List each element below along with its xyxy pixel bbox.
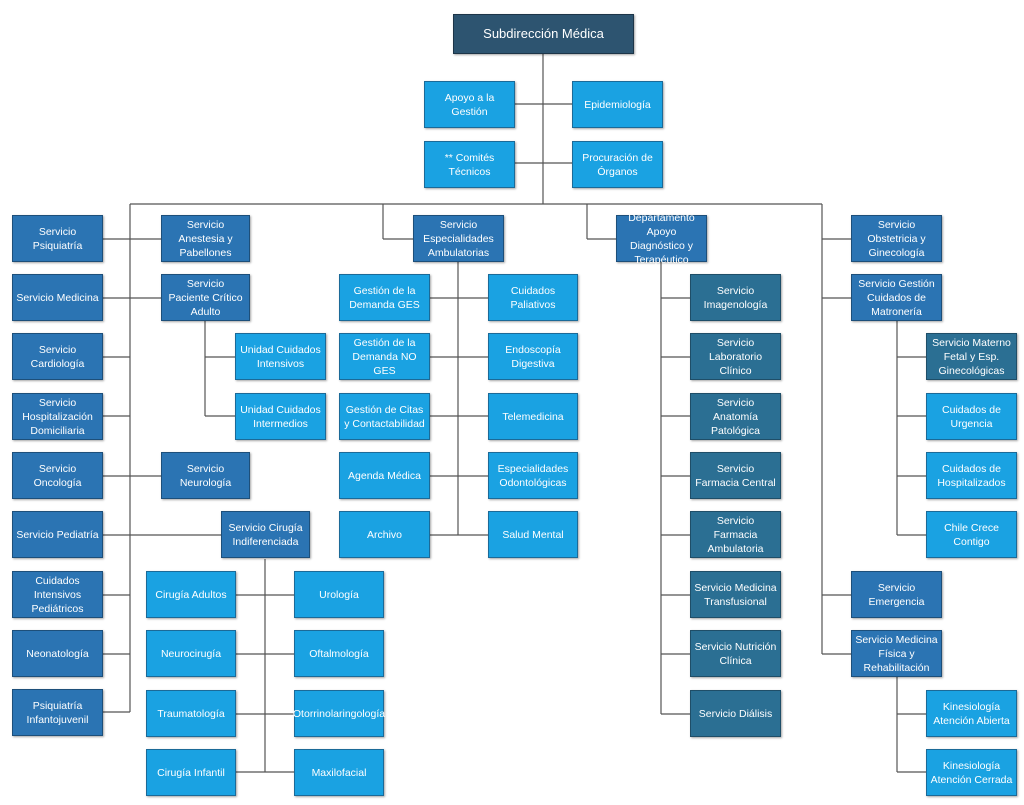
node-urologia[interactable]: Urología [294,571,384,618]
node-materno-fetal[interactable]: Servicio Materno Fetal y Esp. Ginecológi… [926,333,1017,380]
node-pediatria[interactable]: Servicio Pediatría [12,511,103,558]
node-paciente-critico-adulto[interactable]: Servicio Paciente Crítico Adulto [161,274,250,321]
node-farmacia-ambulatoria[interactable]: Servicio Farmacia Ambulatoria [690,511,781,558]
node-cuidados-paliativos[interactable]: Cuidados Paliativos [488,274,578,321]
node-comites-tecnicos[interactable]: ** Comités Técnicos [424,141,515,188]
node-imagenologia[interactable]: Servicio Imagenología [690,274,781,321]
node-demanda-ges[interactable]: Gestión de la Demanda GES [339,274,430,321]
node-archivo[interactable]: Archivo [339,511,430,558]
node-kinesiologia-abierta[interactable]: Kinesiología Atención Abierta [926,690,1017,737]
node-psiquiatria[interactable]: Servicio Psiquiatría [12,215,103,262]
node-cuidados-intensivos-pediatricos[interactable]: Cuidados Intensivos Pediátricos [12,571,103,618]
node-telemedicina[interactable]: Telemedicina [488,393,578,440]
node-unidad-cuidados-intermedios[interactable]: Unidad Cuidados Intermedios [235,393,326,440]
node-hospitalizacion-domiciliaria[interactable]: Servicio Hospitalización Domiciliaria [12,393,103,440]
node-demanda-no-ges[interactable]: Gestión de la Demanda NO GES [339,333,430,380]
node-psiquiatria-infantojuvenil[interactable]: Psiquiatría Infantojuvenil [12,689,103,736]
node-emergencia[interactable]: Servicio Emergencia [851,571,942,618]
node-anatomia-patologica[interactable]: Servicio Anatomía Patológica [690,393,781,440]
node-neonatologia[interactable]: Neonatología [12,630,103,677]
node-cardiologia[interactable]: Servicio Cardiología [12,333,103,380]
node-cuidados-matroneria[interactable]: Servicio Gestión Cuidados de Matronería [851,274,942,321]
node-unidad-cuidados-intensivos[interactable]: Unidad Cuidados Intensivos [235,333,326,380]
node-agenda-medica[interactable]: Agenda Médica [339,452,430,499]
node-chile-crece-contigo[interactable]: Chile Crece Contigo [926,511,1017,558]
node-neurologia[interactable]: Servicio Neurología [161,452,250,499]
node-especialidades-odontologicas[interactable]: Especialidades Odontológicas [488,452,578,499]
node-salud-mental[interactable]: Salud Mental [488,511,578,558]
node-nutricion-clinica[interactable]: Servicio Nutrición Clínica [690,630,781,677]
node-apoyo-diagnostico[interactable]: Departamento Apoyo Diagnóstico y Terapéu… [616,212,707,266]
node-farmacia-central[interactable]: Servicio Farmacia Central [690,452,781,499]
node-maxilofacial[interactable]: Maxilofacial [294,749,384,796]
node-medicina[interactable]: Servicio Medicina [12,274,103,321]
node-obstetricia-ginecologia[interactable]: Servicio Obstetricia y Ginecología [851,215,942,262]
node-especialidades-ambulatorias[interactable]: Servicio Especialidades Ambulatorias [413,215,504,262]
node-otorrinolaringologia[interactable]: Otorrinolaringología [293,690,385,737]
node-epidemiologia[interactable]: Epidemiología [572,81,663,128]
node-cirugia-adultos[interactable]: Cirugía Adultos [146,571,236,618]
node-anestesia-pabellones[interactable]: Servicio Anestesia y Pabellones [161,215,250,262]
node-gestion-citas[interactable]: Gestión de Citas y Contactabilidad [339,393,430,440]
node-kinesiologia-cerrada[interactable]: Kinesiología Atención Cerrada [926,749,1017,796]
node-laboratorio-clinico[interactable]: Servicio Laboratorio Clínico [690,333,781,380]
node-cirugia-indiferenciada[interactable]: Servicio Cirugía Indiferenciada [221,511,310,558]
node-oncologia[interactable]: Servicio Oncología [12,452,103,499]
node-medicina-transfusional[interactable]: Servicio Medicina Transfusional [690,571,781,618]
node-traumatologia[interactable]: Traumatología [146,690,236,737]
node-neurocirugia[interactable]: Neurocirugía [146,630,236,677]
node-subdireccion-medica[interactable]: Subdirección Médica [453,14,634,54]
node-apoyo-gestion[interactable]: Apoyo a la Gestión [424,81,515,128]
node-procuracion-organos[interactable]: Procuración de Órganos [572,141,663,188]
node-dialisis[interactable]: Servicio Diálisis [690,690,781,737]
node-cirugia-infantil[interactable]: Cirugía Infantil [146,749,236,796]
node-oftalmologia[interactable]: Oftalmología [294,630,384,677]
node-cuidados-urgencia[interactable]: Cuidados de Urgencia [926,393,1017,440]
node-medicina-fisica[interactable]: Servicio Medicina Física y Rehabilitació… [851,630,942,677]
node-endoscopia-digestiva[interactable]: Endoscopía Digestiva [488,333,578,380]
node-cuidados-hospitalizados[interactable]: Cuidados de Hospitalizados [926,452,1017,499]
